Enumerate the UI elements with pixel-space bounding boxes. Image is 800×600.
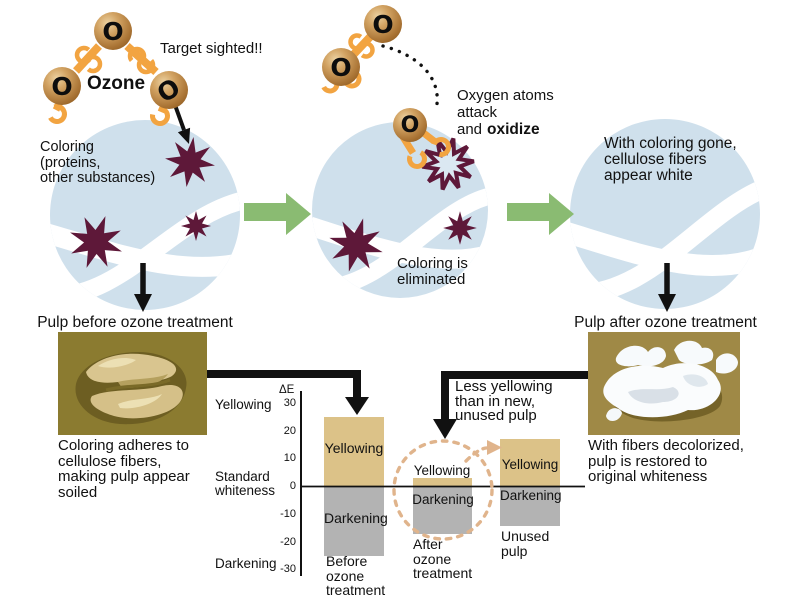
coloring-particles xyxy=(329,211,477,272)
attack-prefix: and xyxy=(457,121,483,138)
atom-label: O xyxy=(330,52,352,82)
atom-label: O xyxy=(400,112,420,138)
highlight-dashed-circle xyxy=(392,439,494,541)
oxygen-atom: O xyxy=(94,12,132,50)
zone-label-standard-whiteness: Standard whiteness xyxy=(215,469,276,498)
dashed-compare-arrow xyxy=(464,440,502,463)
bar-before-darkening xyxy=(324,487,384,556)
bar-unused-darkening xyxy=(500,487,560,526)
y-tick: 0 xyxy=(289,480,296,492)
down-arrow-after xyxy=(658,263,676,312)
category-before: Before ozone treatment xyxy=(326,553,386,598)
segment-label-darkening: Darkening xyxy=(412,492,474,507)
oxygen-atom: O xyxy=(43,67,81,105)
fiber-circle-stage1 xyxy=(50,120,240,310)
flow-arrows xyxy=(244,193,574,235)
zone-label-yellowing: Yellowing xyxy=(215,397,272,412)
before-panel-caption: Coloring adheres to cellulose fibers, ma… xyxy=(58,437,190,501)
bar-after-yellowing xyxy=(413,478,472,486)
ozone-molecule-links xyxy=(47,43,170,126)
segment-label-yellowing: Yellowing xyxy=(501,457,559,472)
category-unused: Unused pulp xyxy=(501,528,550,559)
flow-arrow-icon xyxy=(244,193,311,235)
y-axis-label: ΔE xyxy=(279,384,295,396)
chart-annotation: Less yellowing than in new, unused pulp xyxy=(455,378,553,424)
before-panel-title: Pulp before ozone treatment xyxy=(37,314,233,331)
atom-label: O xyxy=(51,71,73,101)
oxidized-burst-icon xyxy=(421,137,475,191)
down-arrow-before xyxy=(134,263,152,312)
segment-label-darkening: Darkening xyxy=(500,488,562,503)
oxygen-atom: O xyxy=(364,5,402,43)
pulp-before-image xyxy=(58,332,207,435)
y-tick: -20 xyxy=(280,536,296,548)
ozone-label: Ozone xyxy=(87,73,146,94)
pulp-after-image xyxy=(588,332,740,435)
stage3-note: With coloring gone, cellulose fibers app… xyxy=(604,135,737,184)
bar-after-darkening xyxy=(413,487,472,534)
category-after: After ozone treatment xyxy=(413,536,473,581)
bar-before-yellowing xyxy=(324,417,384,486)
oxygen-atom-attacker: O xyxy=(393,108,427,142)
target-callout: Target sighted!! xyxy=(160,40,263,57)
zone-label-darkening: Darkening xyxy=(215,556,277,571)
attack-emphasis: oxidize xyxy=(487,121,540,138)
elbow-arrow-before-to-chart xyxy=(207,370,369,415)
atom-label: O xyxy=(372,9,394,39)
attack-note-line1: Oxygen atoms xyxy=(457,87,554,104)
elimination-note: Coloring is eliminated xyxy=(397,255,468,288)
target-arrow xyxy=(173,104,191,144)
atom-label: O xyxy=(102,16,124,46)
segment-label-darkening: Darkening xyxy=(324,510,388,526)
bar-unused-yellowing xyxy=(500,439,560,486)
segment-label-yellowing: Yellowing xyxy=(413,463,471,478)
y-tick: -30 xyxy=(280,563,296,575)
coloring-particles xyxy=(70,137,215,268)
attack-trajectory-dotted-line xyxy=(381,44,439,106)
y-tick: 20 xyxy=(283,425,296,437)
delta-e-bar-chart xyxy=(300,390,600,600)
y-tick: -10 xyxy=(280,508,296,520)
y-tick: 30 xyxy=(283,397,296,409)
oxygen-atom: O xyxy=(322,48,360,86)
y-tick: 10 xyxy=(283,452,296,464)
atom-label: O xyxy=(152,72,186,108)
after-panel-caption: With fibers decolorized, pulp is restore… xyxy=(588,437,744,485)
flow-arrow-icon xyxy=(507,193,574,235)
coloring-note: Coloring (proteins, other substances) xyxy=(40,139,156,186)
oxygen-atom: O xyxy=(150,71,188,109)
after-panel-title: Pulp after ozone treatment xyxy=(574,314,757,331)
attack-note-line2: attack xyxy=(457,104,498,121)
elbow-arrow-after-to-chart xyxy=(433,371,588,439)
segment-label-yellowing: Yellowing xyxy=(324,440,384,456)
